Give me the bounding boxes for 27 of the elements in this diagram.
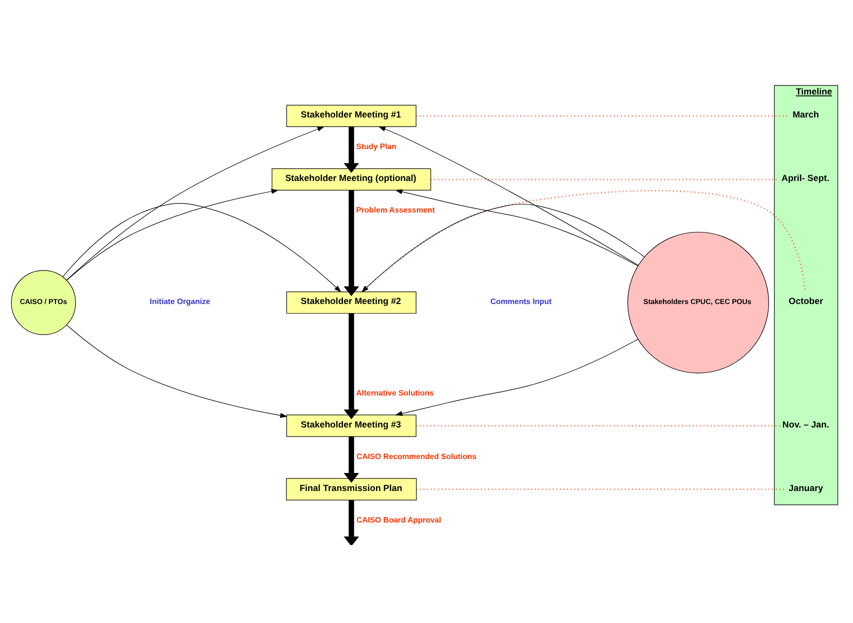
arrow xyxy=(343,126,359,173)
connector xyxy=(416,425,780,426)
node-text: March xyxy=(792,109,819,120)
arrow xyxy=(66,324,287,418)
node-box: Final Transmission Plan xyxy=(286,478,416,500)
arrow xyxy=(343,436,359,483)
connector xyxy=(361,190,806,292)
node-box: Stakeholder Meeting #1 xyxy=(286,104,416,128)
node-text: Nov. – Jan. xyxy=(782,419,829,430)
arrow xyxy=(394,189,638,266)
arrow xyxy=(378,126,638,266)
connector xyxy=(416,115,790,117)
arrow xyxy=(343,190,359,296)
connector xyxy=(416,488,786,490)
arrow xyxy=(394,338,638,416)
connector xyxy=(430,178,778,180)
arrow xyxy=(66,188,278,281)
node-text: April- Sept. xyxy=(781,172,829,183)
arrow xyxy=(66,126,324,280)
node-box: Stakeholder Meeting (optional) xyxy=(271,168,431,191)
arrow xyxy=(62,203,341,292)
node-box: Stakeholder Meeting #2 xyxy=(286,292,416,314)
node-text: January xyxy=(788,482,823,493)
node-box: Stakeholder Meeting #3 xyxy=(286,414,416,437)
arrow xyxy=(360,204,644,292)
node-text: October xyxy=(788,296,823,306)
arrow xyxy=(343,313,359,420)
